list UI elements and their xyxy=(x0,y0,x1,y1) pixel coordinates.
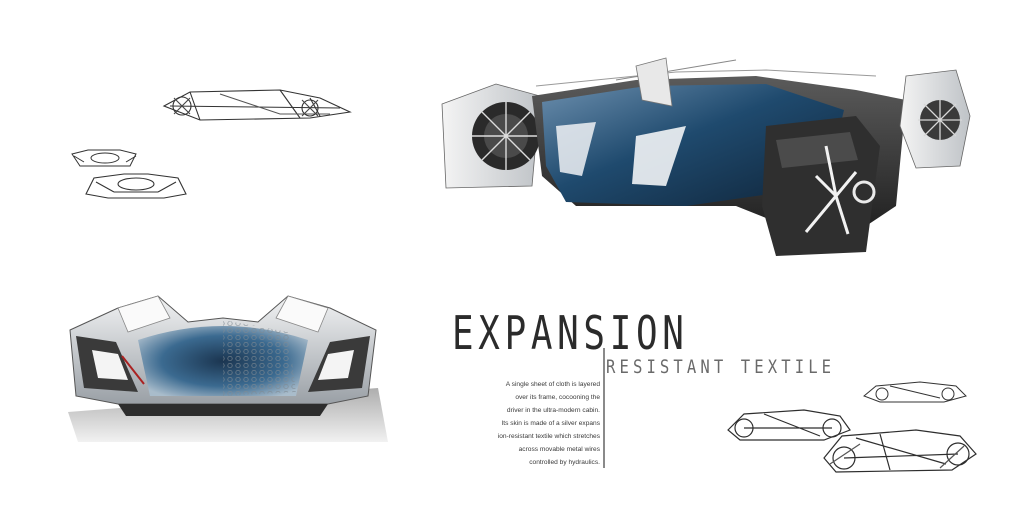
description-text: A single sheet of cloth is layered over … xyxy=(470,378,600,469)
side-sketch-medium xyxy=(727,409,851,441)
side-sketch-large xyxy=(823,429,977,473)
front-render xyxy=(68,295,388,442)
main-render xyxy=(441,57,971,256)
description-line: A single sheet of cloth is layered xyxy=(505,381,600,388)
description-line: controlled by hydraulics. xyxy=(529,459,600,466)
divider-line xyxy=(603,348,605,468)
side-sketch-top-left xyxy=(162,89,352,121)
headline: EXPANSION xyxy=(452,306,689,360)
description-line: Its skin is made of a silver expans xyxy=(501,420,600,427)
subhead: RESISTANT TEXTILE xyxy=(606,356,836,378)
description-line: ion-resistant textile which stretches xyxy=(497,433,600,440)
description-line: driver in the ultra-modern cabin. xyxy=(506,407,600,414)
side-sketch-small-right xyxy=(863,381,967,403)
description-line: across movable metal wires xyxy=(518,446,600,453)
front-sketch-small-1 xyxy=(71,149,137,167)
description-line: over its frame, cocooning the xyxy=(515,394,600,401)
front-sketch-small-2 xyxy=(85,173,187,199)
